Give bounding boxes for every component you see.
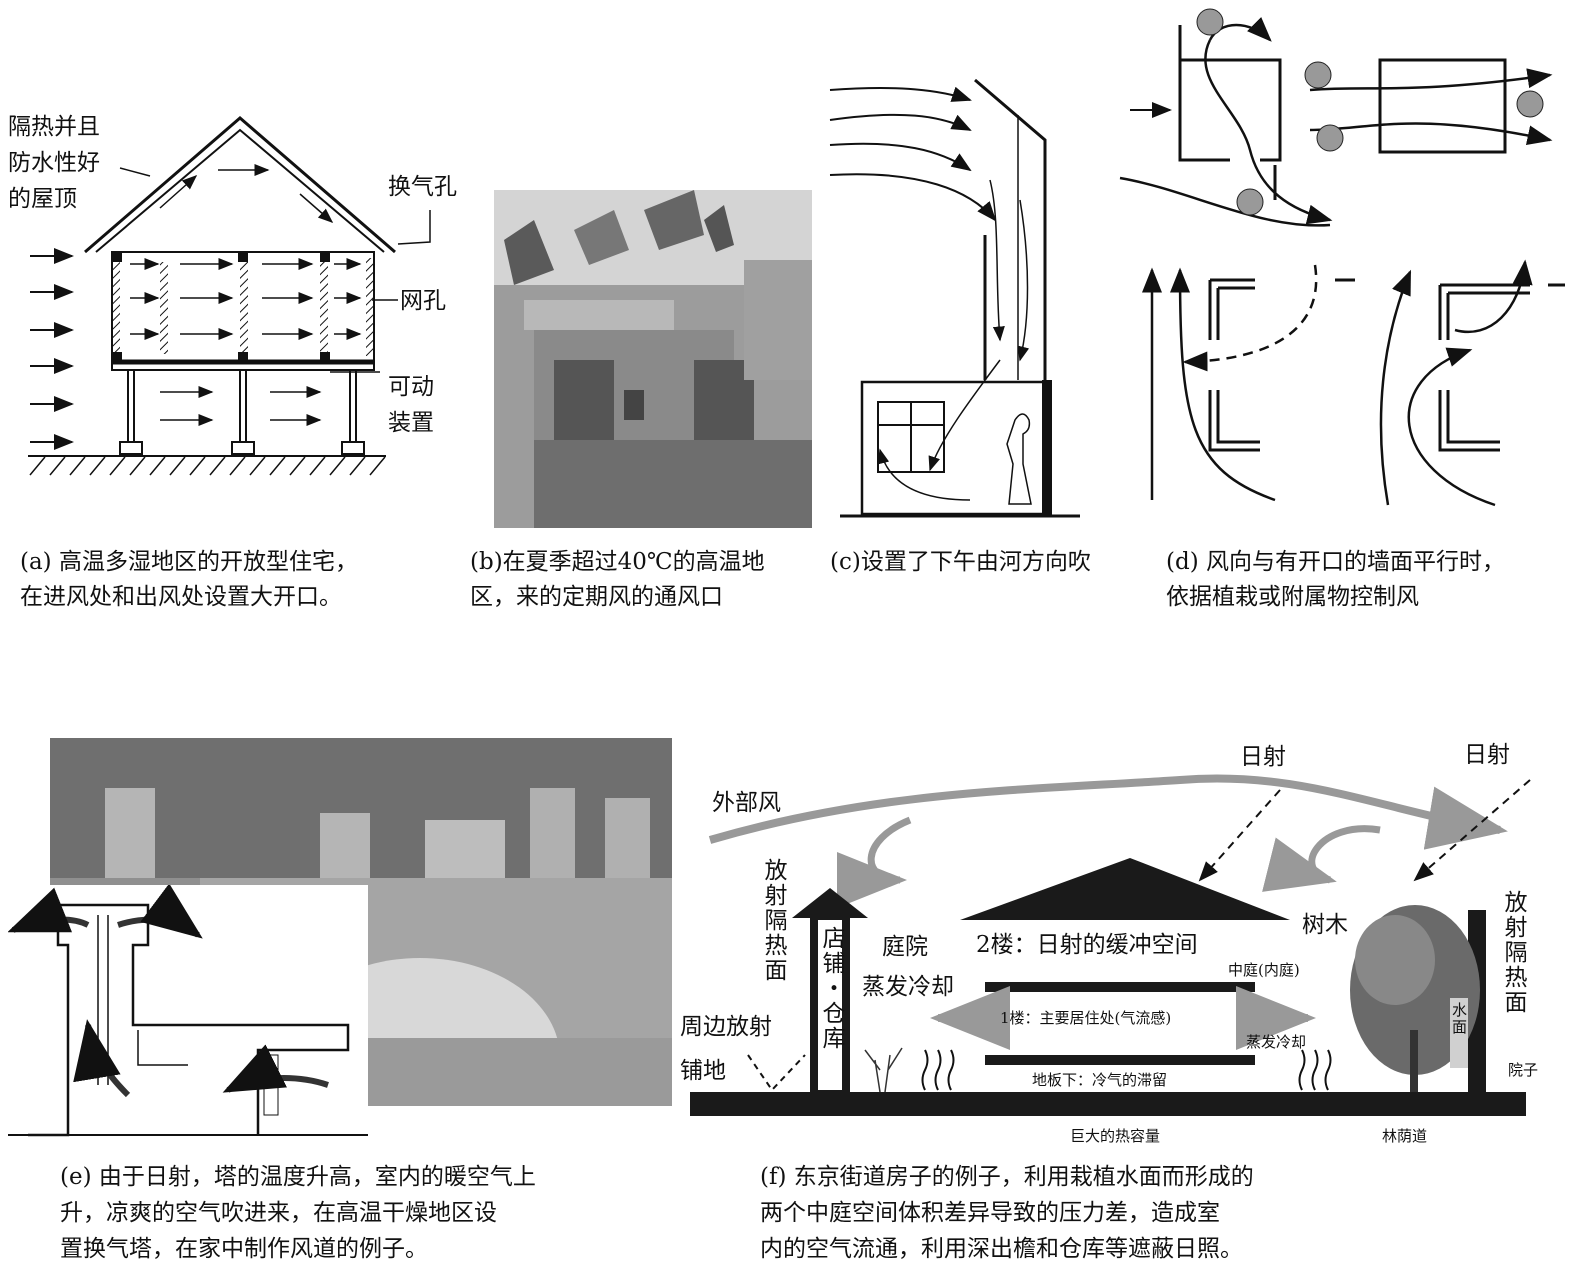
mesh-label: 网孔 (400, 288, 446, 314)
evap-cooling-small-label: 蒸发冷却 (1246, 1033, 1307, 1051)
panel-d-drawing (1119, 8, 1565, 507)
sun-left-label: 日射 (1240, 744, 1286, 770)
panel-a-drawing (28, 116, 431, 476)
roof-label-2: 防水性好 (8, 150, 100, 176)
peri-pave-label-1: 周边放射 (680, 1014, 772, 1040)
shop-label: 店铺・仓库 (818, 926, 844, 1051)
shade-road-label: 林荫道 (1382, 1127, 1428, 1145)
caption-a-line2: 在进风处和出风处设置大开口。 (20, 584, 342, 610)
caption-d-line1: (d) 风向与有开口的墙面平行时， (1166, 549, 1505, 575)
caption-e-line3: 置换气塔，在家中制作风道的例子。 (60, 1236, 428, 1262)
roof-label-3: 的屋顶 (8, 186, 77, 212)
peri-pave-label-2: 铺地 (680, 1058, 726, 1084)
panel-a: 隔热并且 防水性好 的屋顶 换气孔 网孔 可动 装置 (a) 高温多湿地区的开放… (0, 0, 480, 620)
heat-capacity-label: 巨大的热容量 (1070, 1127, 1161, 1145)
under-floor-label: 地板下：冷气的滞留 (1032, 1071, 1168, 1089)
evap-cooling-label: 蒸发冷却 (862, 974, 954, 1000)
floor2-label: 2楼：日射的缓冲空间 (976, 932, 1198, 958)
movable-label-2: 装置 (388, 410, 434, 436)
panel-b-building (494, 190, 812, 528)
caption-f-line3: 内的空气流通，利用深出檐和仓库等遮蔽日照。 (760, 1236, 1243, 1262)
panel-e-drawing (8, 885, 368, 1137)
caption-c-line1: (c)设置了下午由河方向吹 (830, 549, 1091, 575)
trees-label: 树木 (1302, 912, 1348, 938)
caption-e-line1: (e) 由于日射，塔的温度升高，室内的暖空气上 (60, 1164, 536, 1190)
vent-label: 换气孔 (388, 174, 457, 200)
caption-e-line2: 升，凉爽的空气吹进来，在高温干燥地区设 (60, 1200, 497, 1226)
caption-f-line1: (f) 东京街道房子的例子，利用栽植水面而形成的 (760, 1164, 1254, 1190)
caption-b-line2: 区，来的定期风的通风口 (470, 584, 723, 610)
panel-e-windtower (8, 885, 368, 1145)
inner-court-label: 中庭(内庭) (1228, 961, 1300, 979)
panel-c-drawing (829, 78, 1080, 518)
panel-f-drawing (690, 774, 1531, 1116)
panel-f: 日射 日射 外部风 放射隔热面 店铺・仓库 庭院 蒸发冷却 2楼：日射的缓冲空间… (680, 730, 1579, 1150)
yard-label: 院子 (1508, 1061, 1539, 1079)
caption-d-line2: 依据植栽或附属物控制风 (1166, 584, 1419, 610)
pool-label: 水面 (1450, 1002, 1468, 1036)
radiation-right-label: 放射隔热面 (1500, 890, 1526, 1015)
roof-label-1: 隔热并且 (8, 114, 100, 140)
radiation-left-label: 放射隔热面 (760, 858, 786, 983)
floor1-label: 1楼：主要居住处(气流感) (1000, 1009, 1172, 1027)
courtyard-label: 庭院 (882, 934, 928, 960)
panel-d (1110, 0, 1579, 540)
caption-f-line2: 两个中庭空间体积差异导致的压力差，造成室 (760, 1200, 1220, 1226)
panel-b-photo (494, 190, 812, 528)
outside-wind-label: 外部风 (712, 790, 781, 816)
caption-a-line1: (a) 高温多湿地区的开放型住宅， (20, 549, 358, 575)
panel-c (820, 60, 1150, 530)
movable-label-1: 可动 (388, 374, 434, 400)
caption-b-line1: (b)在夏季超过40℃的高温地 (470, 549, 765, 575)
sun-right-label: 日射 (1464, 742, 1510, 768)
